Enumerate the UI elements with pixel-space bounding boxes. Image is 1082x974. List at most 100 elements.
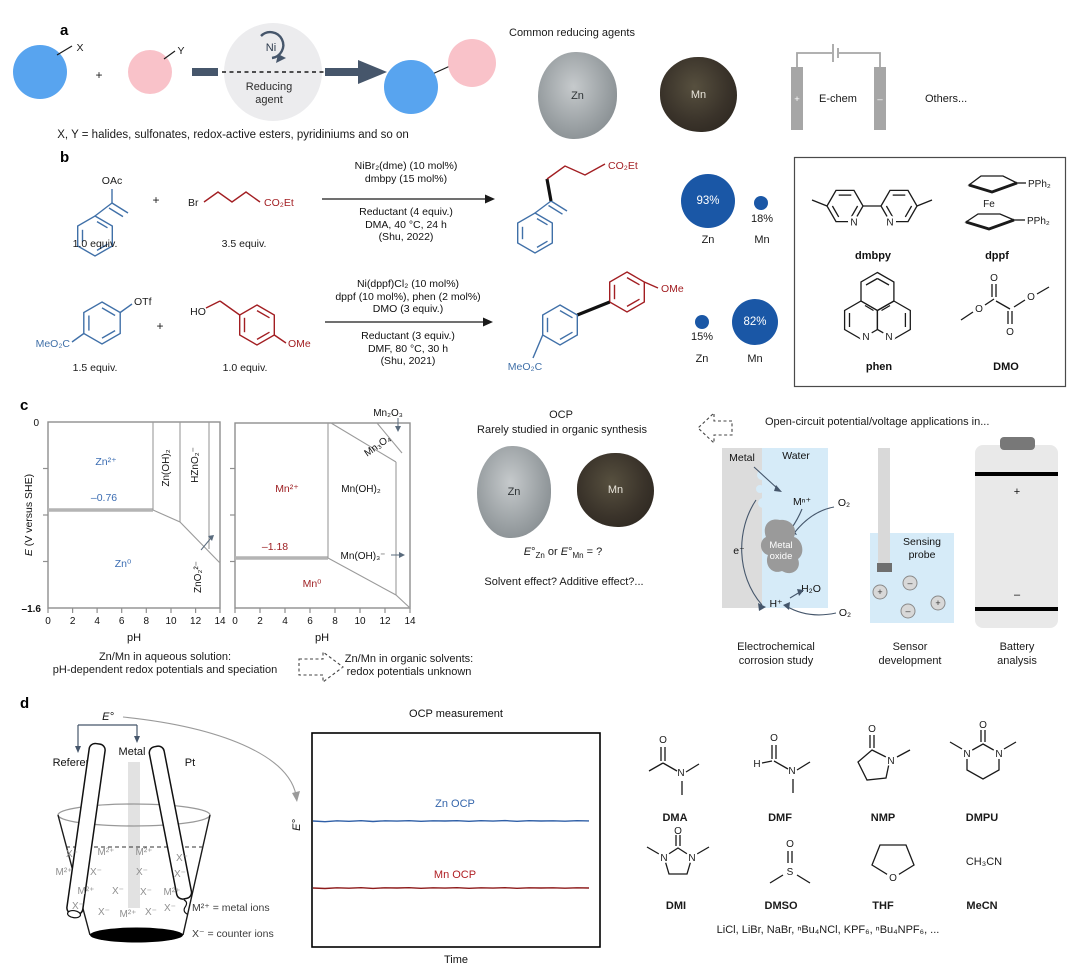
x-group-label: X (76, 42, 83, 54)
benzene-ring (77, 215, 113, 257)
echem-label: E-chem (819, 93, 857, 105)
sensing-probe-label-2: probe (909, 549, 936, 561)
battery-illustration: + – (975, 437, 1058, 628)
alkyl-chain (203, 191, 261, 203)
condition-line: NiBr₂(dme) (10 mol%) (354, 160, 458, 172)
condition-line: (Shu, 2022) (378, 231, 434, 243)
zn-powder-label: Zn (507, 486, 521, 498)
yield-circle-zn (695, 315, 709, 329)
mn-ocp-label: Mn OCP (434, 869, 476, 881)
sub-zn: Zn (535, 551, 545, 561)
ion-label: X⁻ (98, 907, 110, 918)
o-atom: O (1027, 292, 1035, 303)
region-zn0: Zn⁰ (115, 558, 132, 570)
zn-powder-label: Zn (571, 89, 584, 102)
dmbpy-label: dmbpy (855, 250, 892, 262)
mn-powder-photo: Mn (660, 57, 737, 132)
o2-label: O₂ (839, 607, 851, 619)
arrow-shaft (192, 68, 218, 76)
mecn-label: MeCN (966, 900, 998, 912)
meo2c-label: MeO₂C (36, 338, 71, 350)
o-atom: O (975, 304, 983, 315)
battery-caption-2: analysis (997, 655, 1037, 667)
sensor-illustration: Sensing probe + – + – (870, 448, 954, 623)
corrosion-pit (756, 485, 764, 493)
equiv-label: 3.5 equiv. (221, 238, 267, 250)
ion-label: M²⁺ (56, 867, 73, 878)
arrowhead-icon (134, 736, 140, 743)
benzene-ring (542, 304, 579, 346)
yield-value: 93% (696, 195, 720, 207)
condition-line: DMO (3 equiv.) (372, 303, 444, 315)
conditions-above: NiBr₂(dme) (10 mol%) dmbpy (15 mol%) (355, 160, 458, 185)
co2et-label: CO₂Et (264, 197, 294, 209)
ion-label: X⁻ (136, 867, 148, 878)
dashed-arrow-right-icon (298, 650, 344, 684)
region-mn3o4: Mn₃O₄ (362, 433, 393, 459)
ion-label: M²⁺ (136, 847, 153, 858)
e-symbol: E (560, 546, 569, 558)
yield-circle-mn: 82% (732, 299, 778, 345)
reductant-label-zn: Zn (695, 353, 709, 365)
svg-text:+: + (877, 587, 882, 597)
ytick: 0 (33, 418, 39, 429)
beaker-wall (182, 814, 211, 936)
electrode-negative (874, 67, 886, 130)
others-label: Others... (925, 93, 968, 105)
condition-line: Ni(dppf)Cl₂ (10 mol%) (356, 278, 460, 290)
ion-label: X⁻ (140, 887, 152, 898)
fe-atom: Fe (983, 199, 995, 210)
organic-caption-1: Zn/Mn in organic solvents: (344, 653, 474, 665)
svg-text:12: 12 (379, 616, 391, 627)
n-atom: N (885, 332, 892, 343)
zn-ocp-trace (312, 819, 590, 823)
n-atom: N (688, 853, 695, 864)
legend-metal-ions: M²⁺ = metal ions (192, 902, 270, 914)
ocp-chart-xlabel: Time (444, 954, 468, 966)
equiv-label: 1.0 equiv. (72, 238, 118, 250)
atom-mask (885, 754, 897, 766)
equiv-label: 1.5 equiv. (72, 362, 118, 374)
ni-cycle-arrowhead-icon (276, 54, 286, 63)
wire (796, 52, 832, 67)
condition-line: Reductant (3 equiv.) (361, 330, 455, 342)
zn-xlabel: pH (127, 632, 141, 644)
region-zn2: Zn²⁺ (95, 456, 117, 468)
dmpu-structure: N N O (949, 720, 1017, 780)
ion-label: M²⁺ (98, 847, 115, 858)
ion-labels: X⁻ M²⁺ M²⁺ X⁻ M²⁺ X⁻ X⁻ X⁻ M²⁺ X⁻ X⁻ M²⁺… (56, 847, 188, 920)
region-mnoh2: Mn(OH)₂ (341, 484, 381, 495)
plus-sign: + (95, 68, 102, 82)
mn-ocp-trace (312, 886, 590, 890)
nmp-label: NMP (870, 812, 896, 824)
arrowhead-icon (485, 194, 495, 204)
benzene-ring (239, 304, 276, 346)
arrowhead-icon (783, 602, 790, 610)
benzene-ring (517, 212, 553, 254)
ion-label: X⁻ (72, 901, 84, 912)
atom-mask (848, 215, 860, 228)
region-hzno2: HZnO₂⁻ (190, 447, 201, 483)
dashed-arrow-left-icon (697, 411, 733, 445)
plus-sign: + (156, 319, 164, 333)
metal-oxide-blob (760, 519, 803, 574)
reductant-label-mn: Mn (747, 353, 763, 365)
pt-label: Pt (185, 757, 195, 769)
zn-potential: –0.76 (91, 492, 117, 504)
ion-label: X⁻ (174, 869, 186, 880)
reductant-label-mn: Mn (754, 234, 770, 246)
curved-arrow (122, 716, 297, 796)
mn-powder-photo: Mn (577, 453, 654, 527)
dmso-label: DMSO (764, 900, 798, 912)
dmf-structure: H O N (753, 733, 811, 793)
o-atom: O (674, 826, 682, 837)
svg-text:2: 2 (70, 616, 76, 627)
bold-bond (545, 178, 553, 202)
nmp-structure: N O (857, 724, 911, 781)
corrosion-illustration: Metal Water Mⁿ⁺ O₂ e⁻ Metal oxide H₂O H⁺… (722, 448, 851, 619)
mn-powder-label: Mn (690, 88, 707, 101)
metal-strip-electrode (128, 762, 140, 908)
e-symbol: E (523, 546, 532, 558)
